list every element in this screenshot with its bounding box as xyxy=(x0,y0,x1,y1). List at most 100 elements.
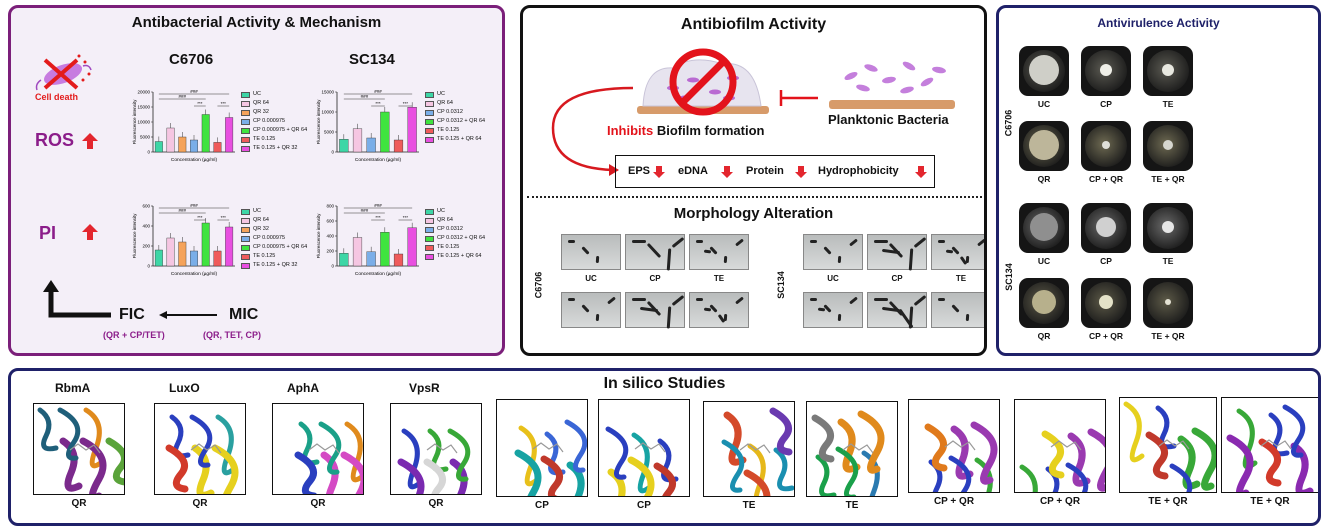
petri-dish xyxy=(1019,203,1069,253)
planktonic-bacteria-illustration xyxy=(829,61,955,109)
sig-label: ### xyxy=(361,208,369,213)
legend-entry: TE 0.125 + QR 64 xyxy=(425,252,485,261)
bar-cp-0-000975 xyxy=(190,139,198,153)
sig-label: ### xyxy=(374,203,382,208)
legend-swatch xyxy=(425,91,434,98)
bacterium-shape xyxy=(735,296,744,305)
section-divider xyxy=(527,196,982,198)
legend-entry: TE 0.125 + QR 32 xyxy=(241,144,307,153)
legend-swatch xyxy=(241,136,250,143)
micrograph-sc134-te xyxy=(931,292,984,328)
docking-structure xyxy=(272,403,364,495)
bacterium-shape xyxy=(837,255,842,264)
ribbon-strand xyxy=(1258,438,1282,487)
target-protein-title: RbmA xyxy=(55,381,91,395)
bacterium-shape xyxy=(735,238,744,247)
y-tick-label: 5000 xyxy=(140,135,151,140)
legend-text: CP 0.0312 xyxy=(437,226,463,232)
bar-qr-64 xyxy=(352,128,363,153)
docking-structure xyxy=(908,399,1000,493)
bacterium-shape xyxy=(938,298,945,301)
legend-swatch xyxy=(425,226,434,233)
y-tick-label: 0 xyxy=(147,264,150,269)
bar-te-0-125 xyxy=(393,139,404,153)
docking-structure xyxy=(1119,397,1217,493)
ribbon-strand xyxy=(1226,434,1254,492)
biofilm-formation-words: Biofilm formation xyxy=(656,123,765,138)
antibiofilm-title: Antibiofilm Activity xyxy=(680,16,827,33)
micrograph-label: TE xyxy=(955,274,967,283)
micrograph-label: UC xyxy=(585,274,597,283)
bar-cp-0-000975 xyxy=(190,250,198,267)
legend-text: QR 32 xyxy=(253,109,269,115)
legend-swatch xyxy=(241,127,250,134)
insilico-title: In silico Studies xyxy=(603,375,726,392)
dish-label: TE xyxy=(1162,256,1174,266)
marker-hydrophobicity: Hydrophobicity xyxy=(818,165,899,177)
dish-label: CP + QR xyxy=(1088,174,1124,184)
ribbon-strand xyxy=(1019,464,1038,492)
legend-entry: TE 0.125 xyxy=(241,252,307,261)
dish-colony xyxy=(1029,130,1059,160)
bar-qr-64 xyxy=(166,237,175,267)
bacterium-shape xyxy=(595,255,600,264)
ribbon-strand xyxy=(1191,427,1216,491)
legend-entry: QR 32 xyxy=(241,225,307,234)
y-tick-label: 800 xyxy=(326,204,334,209)
hydrophobicity-down-arrow-icon xyxy=(915,166,927,178)
marker-edna: eDNA xyxy=(678,165,708,177)
micrograph-c6706-cp xyxy=(625,292,685,329)
mic-to-fic-arrows xyxy=(43,280,217,319)
antibiofilm-panel: Antibiofilm Activity Inhibits Biofilm fo… xyxy=(520,5,987,356)
legend-entry: QR 64 xyxy=(241,216,307,225)
ribbon-strand xyxy=(79,437,107,494)
docking-caption: TE xyxy=(742,500,756,511)
petri-dish xyxy=(1081,203,1131,253)
ribbon-strand xyxy=(165,444,189,493)
legend-text: QR 64 xyxy=(437,217,453,223)
ligand xyxy=(634,442,666,453)
pi-label: PI xyxy=(39,223,57,243)
ligand xyxy=(1050,440,1082,451)
legend-swatch xyxy=(241,262,250,269)
legend-text: UC xyxy=(253,208,261,214)
legend-swatch xyxy=(241,217,250,224)
protein-down-arrow-icon xyxy=(795,166,807,178)
dish-colony xyxy=(1165,299,1171,305)
chart-sc134-ros: 050001000015000######******Concentration… xyxy=(316,89,419,163)
petri-dish xyxy=(1019,278,1069,328)
dish-label: UC xyxy=(1037,256,1051,266)
bar-te-0-125-qr-64 xyxy=(407,227,417,267)
legend-swatch xyxy=(241,253,250,260)
strain-sc134-heading: SC134 xyxy=(349,51,395,68)
ribbon-strand xyxy=(564,419,587,473)
target-protein-title: LuxO xyxy=(169,381,200,395)
bacterium-shape xyxy=(908,248,914,271)
ribbon-strand xyxy=(950,425,974,480)
dish-label: QR xyxy=(1037,174,1051,184)
y-tick-label: 400 xyxy=(326,234,334,239)
bacterium-shape xyxy=(874,240,888,243)
docking-structure xyxy=(390,403,482,495)
legend-entry: QR 32 xyxy=(241,108,307,117)
legend-text: CP 0.000975 + QR 64 xyxy=(253,127,308,133)
petri-dish xyxy=(1081,121,1131,171)
ribbon-strand xyxy=(835,446,859,496)
micrograph-sc134-cp xyxy=(867,234,927,271)
ribbon-strand xyxy=(1087,428,1105,492)
legend-swatch xyxy=(425,208,434,215)
ribbon-strand xyxy=(57,407,81,461)
bar-uc xyxy=(339,139,349,153)
bacterium-shape xyxy=(849,238,858,247)
ribbon-strand xyxy=(1169,463,1193,492)
ligand xyxy=(739,443,771,454)
legend-swatch xyxy=(425,118,434,125)
ligand xyxy=(308,443,340,454)
bacterium-shape xyxy=(938,240,945,243)
bacterium-shape xyxy=(703,307,712,312)
ribbon-strand xyxy=(743,469,771,496)
dish-colony xyxy=(1099,295,1113,309)
